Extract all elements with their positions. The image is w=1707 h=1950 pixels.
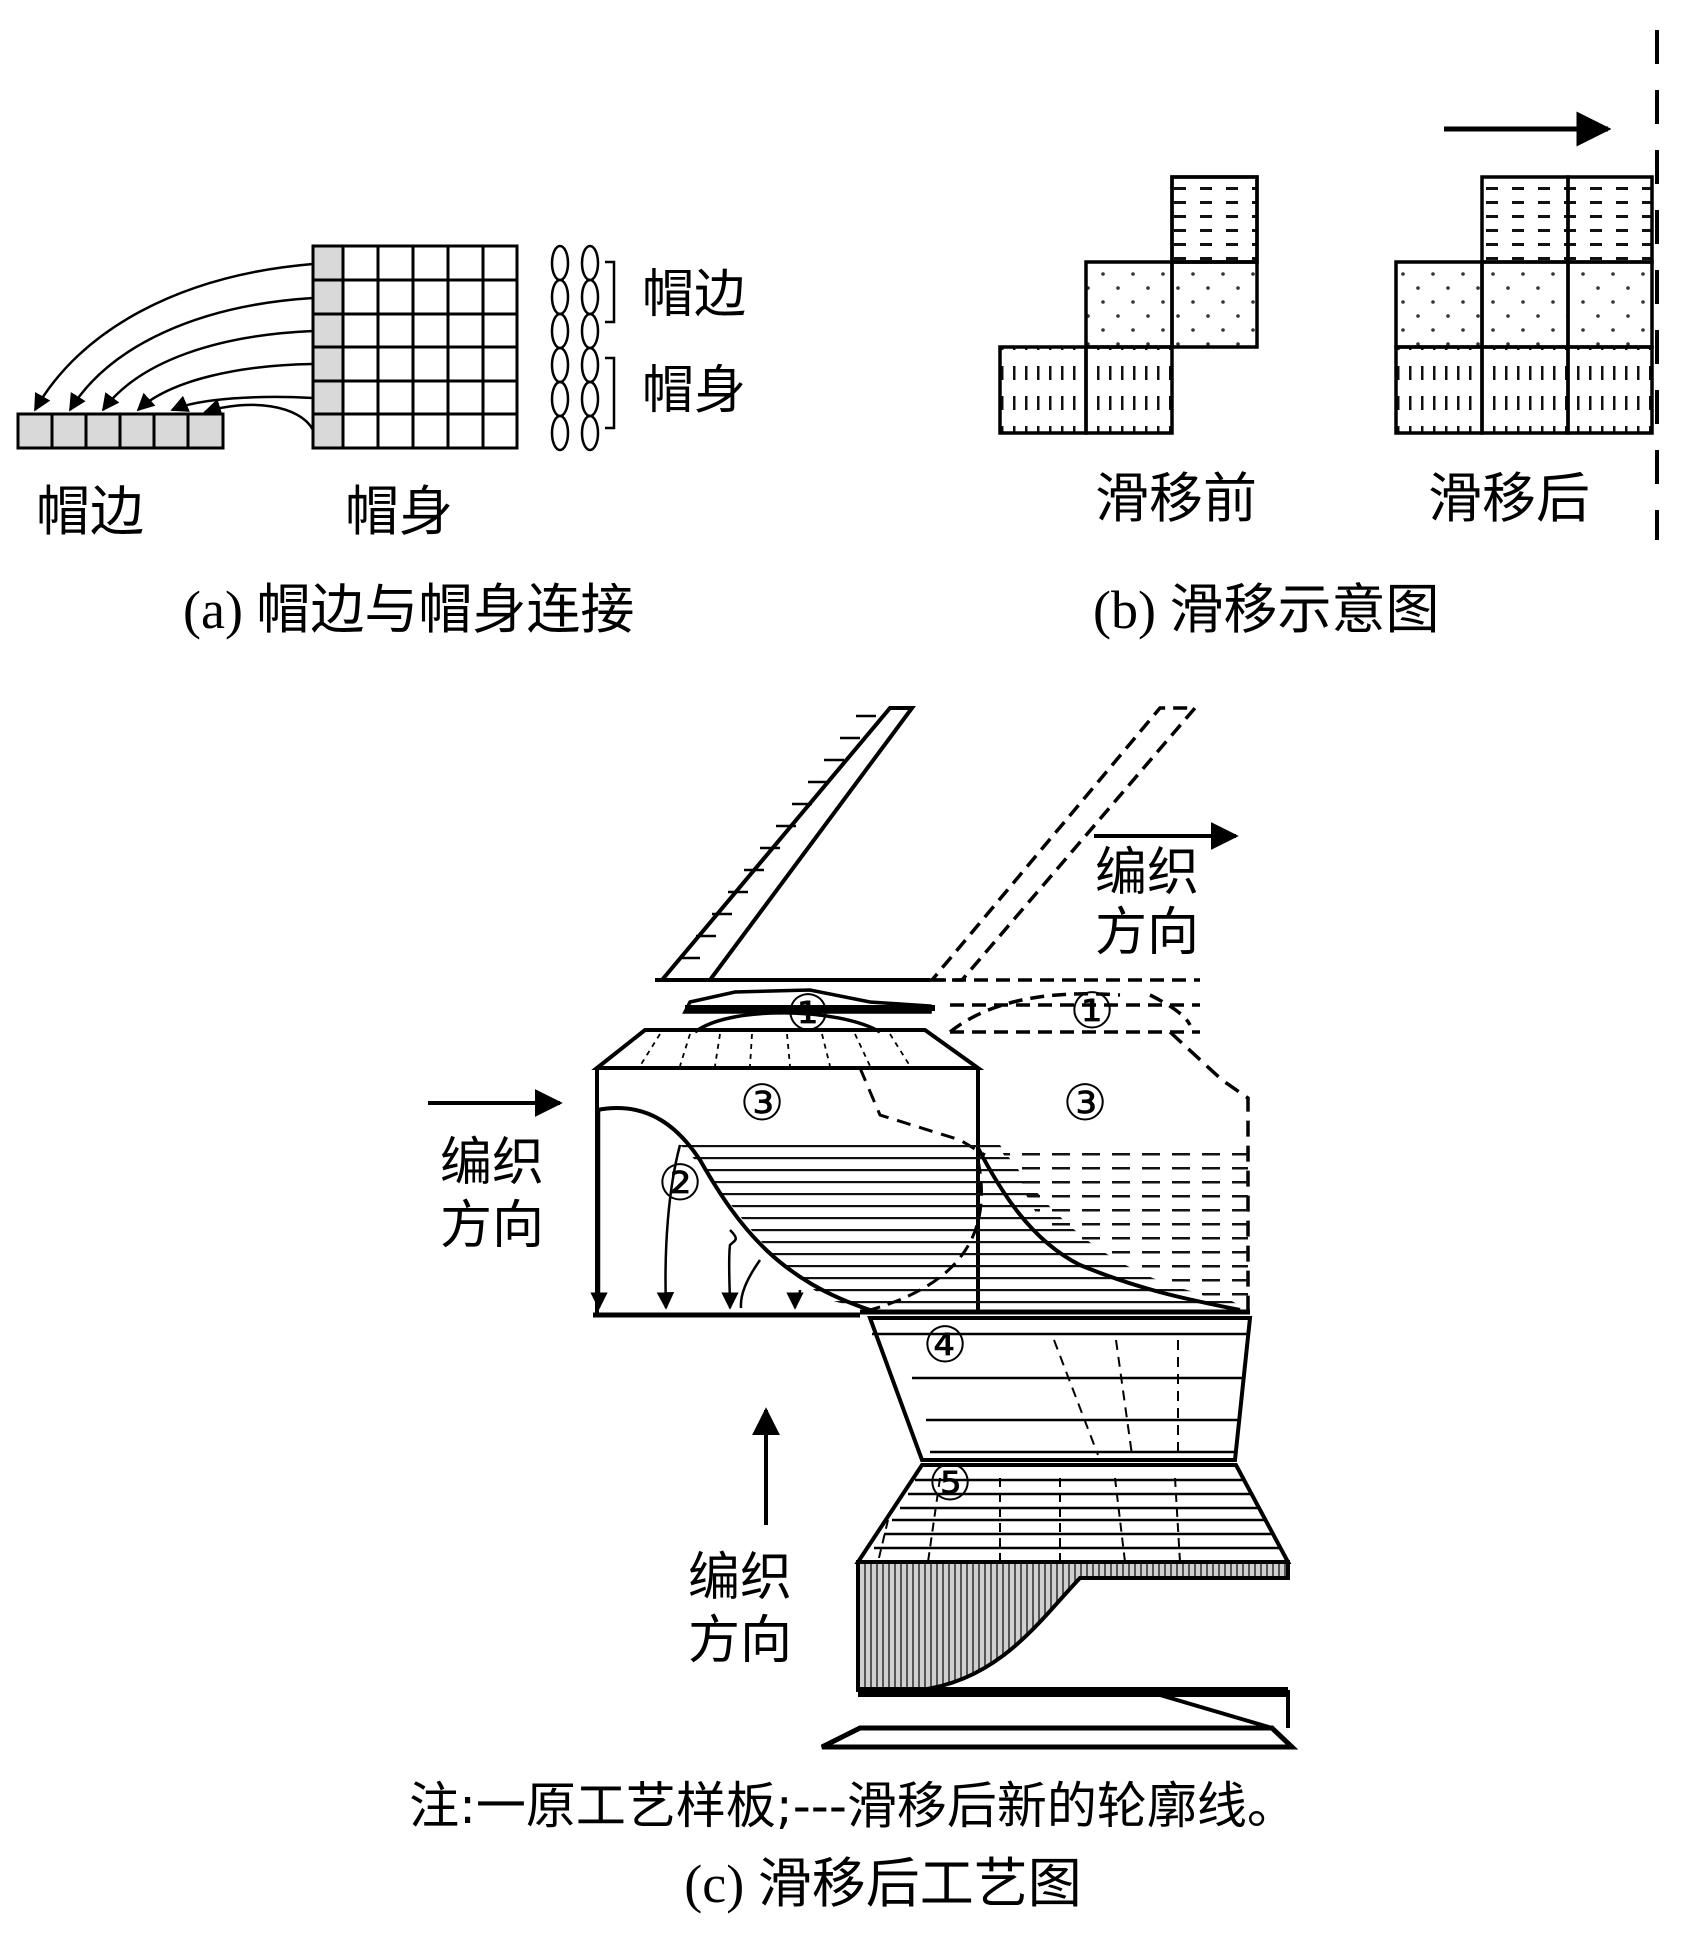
slip-dashed-curve (858, 1067, 986, 1157)
after-slip-blocks (1394, 175, 1654, 435)
knit-direction-label-top-line1: 编织 (1095, 843, 1199, 903)
caption-b: (b) 滑移示意图 (1093, 580, 1439, 640)
dashed-connect-curve (869, 1159, 983, 1312)
brackets (605, 260, 616, 430)
region-markers: ① ① ③ ③ ② ④ ⑤ (658, 983, 1115, 1511)
brim-strip (16, 412, 225, 450)
bracket-label-body: 帽身 (642, 361, 746, 421)
before-slip-blocks (998, 175, 1259, 435)
panel-c: ① ① ③ ③ ② ④ ⑤ 编织 方向 编织 方向 编织 方向 注:一原工艺样板… (409, 706, 1299, 1914)
marker-4: ④ (923, 1317, 968, 1373)
knit-direction-label-left-line1: 编织 (440, 1133, 544, 1193)
region-1-shape (682, 988, 935, 1034)
marker-2: ② (658, 1155, 703, 1211)
marker-3-original: ③ (740, 1075, 785, 1131)
panel-c-note: 注:一原工艺样板;---滑移后新的轮廓线。 (409, 1777, 1297, 1835)
body-grid (311, 244, 519, 450)
knit-direction-label-top-line2: 方向 (1095, 903, 1199, 963)
marker-1-slipped: ① (1070, 983, 1115, 1039)
label-before-slip: 滑移前 (1095, 467, 1257, 530)
slipped-hatch-area (978, 1148, 1248, 1305)
crown-hatch-block (856, 1560, 1290, 1692)
stitch-loops-icon (550, 244, 600, 452)
knit-direction-label-bottom-line1: 编织 (688, 1548, 792, 1608)
marker-5: ⑤ (928, 1455, 973, 1511)
slipped-boundary-curve (976, 1147, 1241, 1312)
connection-arrows (33, 262, 315, 431)
region-4 (867, 1316, 1253, 1462)
region-2-hatch (680, 1145, 1248, 1310)
label-brim: 帽边 (36, 480, 144, 543)
caption-c: (c) 滑移后工艺图 (684, 1854, 1081, 1914)
bracket-label-brim: 帽边 (642, 265, 746, 325)
knit-direction-label-bottom-line2: 方向 (688, 1611, 792, 1671)
label-body: 帽身 (345, 480, 453, 543)
region-5 (854, 1463, 1292, 1564)
brim-strip-original (655, 706, 930, 982)
marker-3-slipped: ③ (1063, 1075, 1108, 1131)
caption-a: (a) 帽边与帽身连接 (183, 580, 634, 640)
label-after-slip: 滑移后 (1428, 467, 1590, 530)
brim-strip-slipped (928, 706, 1200, 1034)
panel-a: 帽边 帽身 帽边 帽身 (a) 帽边与帽身连接 (16, 244, 746, 640)
crown-bottom (820, 1687, 1299, 1750)
knit-direction-label-left-line2: 方向 (440, 1196, 544, 1256)
region-2-boundary-curve (596, 1106, 871, 1312)
marker-1-original: ① (786, 985, 831, 1041)
panel-b: 滑移前 滑移后 (b) 滑移示意图 (998, 30, 1659, 640)
region-2-arrows (590, 1110, 804, 1310)
